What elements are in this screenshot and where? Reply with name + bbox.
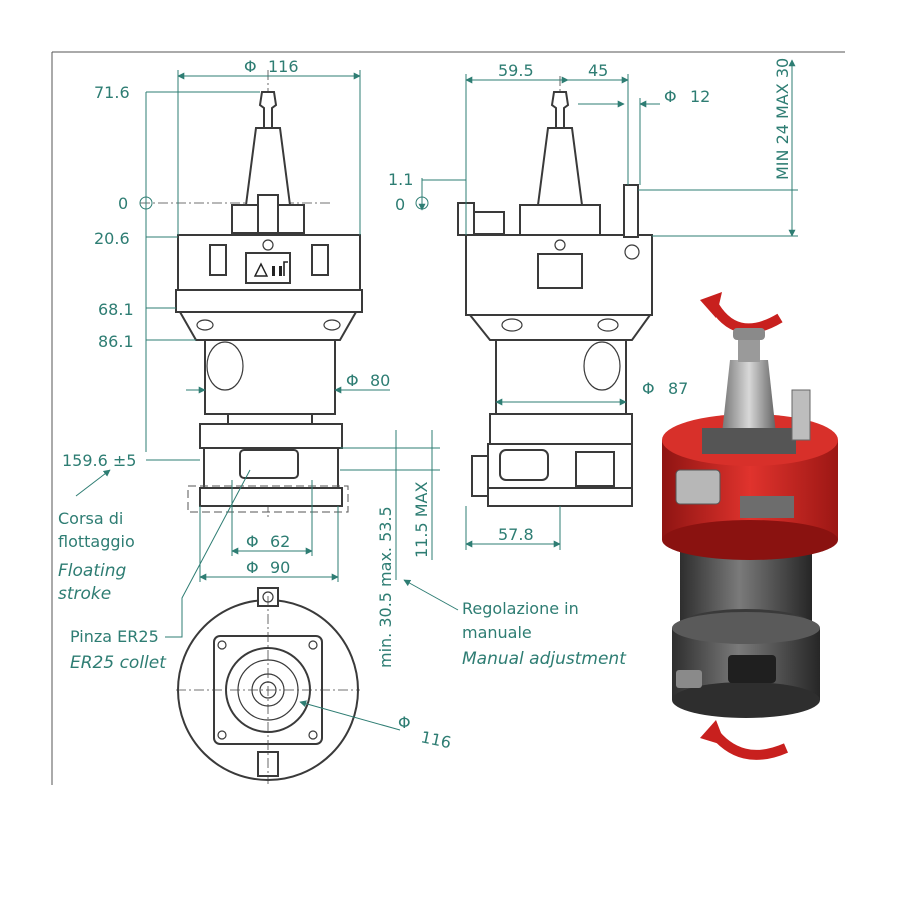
rotation-arrow-icon [700, 292, 783, 334]
dim-159-6: 159.6 ±5 [62, 451, 136, 470]
manual-adjustment-annotation: Regolazione in manuale Manual adjustment [403, 579, 627, 669]
dia-symbol-116-top: Φ [244, 57, 257, 76]
dia-symbol-12: Φ [664, 87, 677, 106]
dim-dia-90: 90 [270, 558, 290, 577]
collet-annotation: Pinza ER25 ER25 collet [70, 469, 251, 673]
dia-symbol-62: Φ [246, 532, 259, 551]
dia-symbol-90: Φ [246, 558, 259, 577]
label-manual-it-2: manuale [462, 623, 532, 642]
side-view [457, 76, 653, 520]
dim-zero-left: 0 [118, 194, 128, 213]
dim-zero-right: 0 [395, 195, 405, 214]
warning-label-plate [245, 252, 291, 284]
label-floating-it-2: flottaggio [58, 532, 135, 551]
bottom-view-dimensions: Φ 116 [299, 700, 453, 752]
dim-20-6: 20.6 [94, 229, 130, 248]
label-floating-en-1: Floating [58, 561, 126, 581]
dim-dia-80: 80 [370, 371, 390, 390]
dim-dia-116-bottom: 116 [419, 727, 453, 752]
label-floating-it-1: Corsa di [58, 509, 123, 528]
dim-min-30-5-max-53-5: min. 30.5 max. 53.5 [376, 506, 395, 668]
label-collet-it: Pinza ER25 [70, 627, 159, 646]
rotation-arrow-icon-bottom [700, 720, 788, 760]
dia-symbol-80: Φ [346, 371, 359, 390]
product-render [662, 292, 838, 760]
bottom-view [176, 587, 360, 784]
side-view-dimensions: 59.5 45 Φ 12 MIN 24 MAX 30 1.1 0 Φ 87 57… [388, 58, 798, 550]
floating-stroke-annotation: Corsa di flottaggio Floating stroke [58, 469, 135, 604]
dim-71-6: 71.6 [94, 83, 130, 102]
warning-triangle-icon [253, 262, 269, 277]
dim-dia-12: 12 [690, 87, 710, 106]
front-view [140, 70, 363, 520]
front-view-dimensions: Φ 116 71.6 0 20.6 68.1 86.1 159.6 ±5 Φ 8… [62, 57, 440, 668]
label-manual-it-1: Regolazione in [462, 599, 579, 618]
dim-dia-62: 62 [270, 532, 290, 551]
dim-59-5: 59.5 [498, 61, 534, 80]
dim-1-1: 1.1 [388, 170, 413, 189]
dim-dia-116-top: 116 [268, 57, 299, 76]
dim-dia-87: 87 [668, 379, 688, 398]
dim-45: 45 [588, 61, 608, 80]
label-collet-en: ER25 collet [70, 653, 167, 673]
dim-11-5-max: 11.5 MAX [412, 482, 431, 558]
unlock-icon [272, 261, 288, 276]
dia-symbol-87: Φ [642, 379, 655, 398]
dim-57-8: 57.8 [498, 525, 534, 544]
label-manual-en: Manual adjustment [462, 649, 627, 669]
label-floating-en-2: stroke [58, 584, 111, 604]
dim-86-1: 86.1 [98, 332, 134, 351]
dim-68-1: 68.1 [98, 300, 134, 319]
dim-min-24-max-30: MIN 24 MAX 30 [773, 58, 792, 180]
dia-symbol-116-bottom: Φ [398, 713, 411, 732]
